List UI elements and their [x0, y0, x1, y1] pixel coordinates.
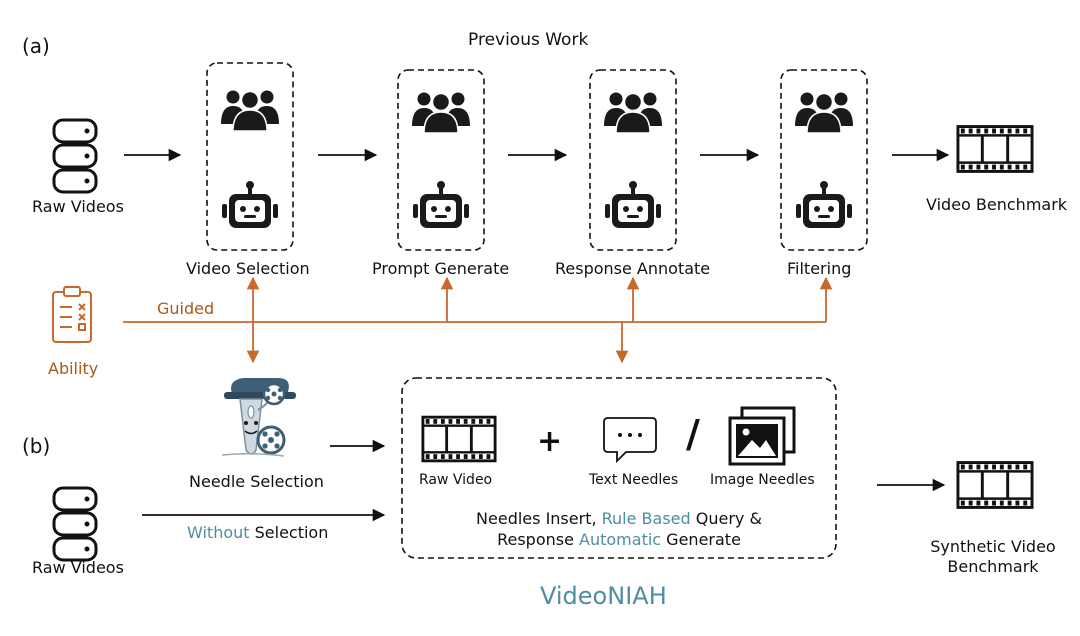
raw-video-film-icon	[421, 415, 497, 463]
pipeline-description-line1: Needles Insert, Rule Based Query &	[476, 509, 762, 528]
step-label-filtering: Filtering	[787, 259, 852, 278]
previous-work-title: Previous Work	[468, 30, 589, 50]
raw-videos-label: Raw Videos	[32, 197, 124, 216]
method-name-videoniah: VideoNIAH	[540, 582, 667, 610]
rule-based-highlight: Rule Based	[601, 509, 691, 528]
robot-icon	[605, 181, 661, 228]
without-selection-label: Without Selection	[187, 523, 328, 542]
selection-word: Selection	[249, 523, 329, 542]
filtering-box	[780, 69, 868, 251]
synthetic-benchmark-label-line2: Benchmark	[947, 557, 1039, 576]
video-selection-box	[206, 62, 294, 251]
video-benchmark-film-icon	[956, 125, 1034, 173]
slash-symbol: /	[686, 412, 700, 456]
response-annotate-box	[589, 69, 677, 251]
human-group-icon	[411, 91, 471, 134]
human-group-icon	[220, 89, 280, 132]
step-label-video-selection: Video Selection	[186, 259, 310, 278]
panel-b-tag: (b)	[22, 434, 51, 458]
without-word: Without	[187, 523, 250, 542]
video-benchmark-label: Video Benchmark	[926, 195, 1068, 214]
human-group-icon	[794, 91, 854, 134]
raw-videos-label-b: Raw Videos	[32, 558, 124, 577]
robot-icon	[796, 181, 852, 228]
step-label-response-annotate: Response Annotate	[555, 259, 711, 278]
synthetic-benchmark-film-icon	[956, 461, 1034, 509]
ability-label: Ability	[48, 359, 99, 378]
robot-icon	[413, 181, 469, 228]
text-needles-label: Text Needles	[589, 472, 679, 488]
image-needles-label: Image Needles	[710, 472, 815, 488]
panel-a-tag: (a)	[22, 34, 50, 58]
needle-selection-label: Needle Selection	[189, 472, 324, 491]
human-group-icon	[603, 91, 663, 134]
text-needles-chat-icon	[603, 417, 657, 464]
ability-clipboard-icon	[52, 286, 92, 343]
raw-video-label: Raw Video	[419, 472, 493, 488]
synthetic-benchmark-label-line1: Synthetic Video	[930, 537, 1056, 556]
image-needles-icon	[728, 406, 796, 466]
robot-icon	[222, 181, 278, 228]
automatic-highlight: Automatic	[579, 530, 662, 549]
raw-videos-database-icon	[52, 118, 98, 194]
videoniah-pipeline-box	[401, 377, 837, 559]
prompt-generate-box	[397, 69, 485, 251]
guided-label: Guided	[157, 299, 215, 318]
needle-mascot-icon	[221, 378, 296, 457]
plus-symbol: +	[537, 424, 563, 459]
pipeline-description-line2: Response Automatic Generate	[497, 530, 741, 549]
step-label-prompt-generate: Prompt Generate	[372, 259, 510, 278]
raw-videos-database-icon	[52, 486, 98, 562]
